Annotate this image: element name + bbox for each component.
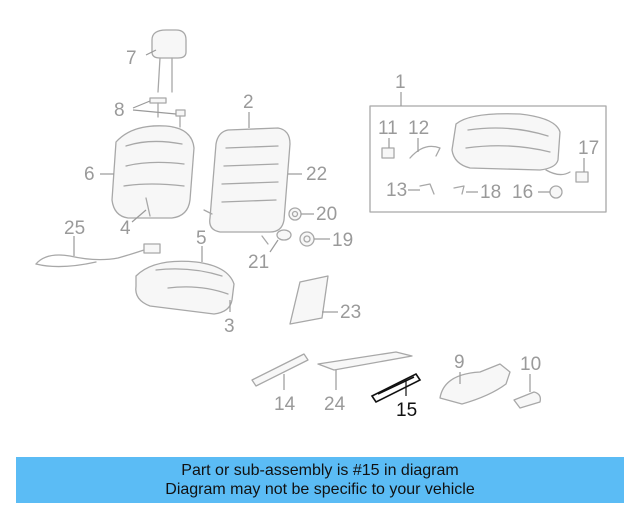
seat-parts-diagram: 1 2 3 4 5 6 7 8 9 10 11 12 13 14 15 16 1… [35, 29, 607, 421]
callout-14: 14 [274, 394, 296, 415]
callout-3: 3 [224, 316, 235, 337]
callout-2: 2 [243, 92, 254, 113]
callout-4: 4 [120, 218, 131, 239]
part-19-knob [299, 231, 330, 247]
callout-10: 10 [520, 354, 541, 375]
callout-24: 24 [324, 394, 346, 415]
callout-17: 17 [578, 138, 599, 159]
callout-18: 18 [480, 182, 501, 203]
callout-13: 13 [386, 180, 407, 201]
part-7-headrest [145, 29, 187, 93]
callout-15: 15 [396, 400, 417, 421]
callout-9: 9 [454, 352, 465, 373]
callout-22: 22 [306, 164, 327, 185]
info-banner: Part or sub-assembly is #15 in diagram D… [16, 457, 624, 503]
banner-line-disclaimer: Diagram may not be specific to your vehi… [165, 481, 475, 498]
part-23-seat-pan [289, 275, 338, 325]
callout-23: 23 [340, 302, 361, 323]
callout-5: 5 [196, 228, 207, 249]
part-20-bushing [288, 207, 314, 221]
callout-25: 25 [64, 218, 85, 239]
callout-11: 11 [378, 118, 398, 139]
callout-16: 16 [512, 182, 533, 203]
part-10-lever [513, 374, 542, 409]
part-5-seat-cushion-cover [135, 246, 235, 315]
callout-19: 19 [332, 230, 353, 251]
callout-8: 8 [114, 100, 125, 121]
callout-20: 20 [316, 204, 337, 225]
callout-1: 1 [395, 72, 406, 93]
part-25-wire-harness [35, 236, 161, 268]
part-24-panel [317, 351, 413, 390]
part-21-washer [269, 229, 292, 253]
callout-21: 21 [248, 252, 269, 273]
part-15-trim-strip [370, 372, 422, 404]
part-2-seat-back-frame [203, 112, 302, 245]
part-1-group-box [369, 92, 607, 213]
callout-6: 6 [84, 164, 95, 185]
banner-line-part-number: Part or sub-assembly is #15 in diagram [181, 462, 459, 479]
part-8-bolts [132, 97, 186, 128]
part-14-rail-cover [251, 353, 309, 390]
part-6-seat-back-cover [100, 125, 195, 223]
part-9-side-cover [439, 363, 511, 405]
callout-7: 7 [126, 48, 137, 69]
callout-12: 12 [408, 118, 429, 139]
